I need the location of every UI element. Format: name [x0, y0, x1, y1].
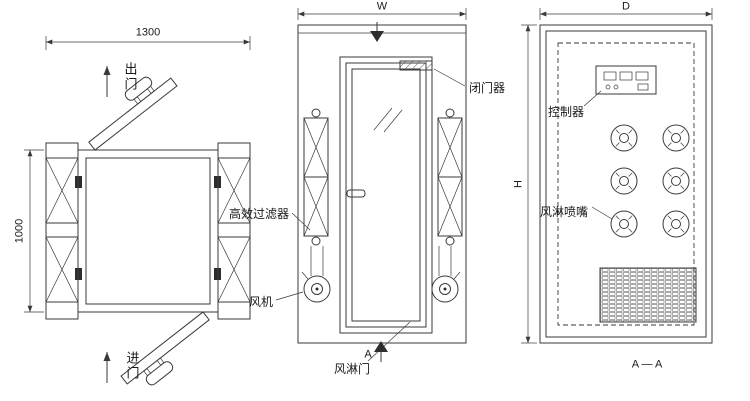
controller-box	[595, 65, 657, 95]
nozzle	[662, 210, 690, 238]
leader-fan	[275, 291, 304, 301]
section-marker-bottom	[374, 341, 388, 362]
nozzle-grid	[610, 124, 690, 238]
fan-right	[431, 246, 461, 303]
leader-air-shower-door	[367, 321, 411, 362]
nozzle	[662, 124, 690, 152]
section-view	[521, 8, 713, 344]
controller-label: 控制器	[547, 105, 585, 119]
plan-view	[24, 36, 251, 386]
plan-left-wall	[45, 142, 82, 320]
front-dim-w	[297, 8, 467, 20]
leader-door-closer	[433, 68, 466, 87]
section-letter-bottom: A	[364, 348, 372, 361]
exit-door-label: 出门	[122, 62, 138, 92]
leader-controller	[583, 90, 602, 107]
section-title: A — A	[631, 358, 663, 371]
entry-door-handle	[145, 361, 174, 386]
enter-door-label: 进门	[124, 351, 140, 381]
leader-hepa-filter	[291, 212, 311, 231]
nozzle	[610, 210, 638, 238]
section-height-dimension-label: H	[512, 180, 525, 188]
section-dim-h	[521, 24, 537, 344]
hepa-filter-right	[437, 108, 463, 246]
door-closer-label: 闭门器	[468, 81, 506, 95]
section-dim-d	[539, 8, 713, 20]
plan-exit-door	[88, 76, 178, 151]
hepa-filter-label: 高效过滤器	[228, 207, 290, 221]
plan-chamber	[77, 149, 219, 313]
door-closer	[399, 60, 433, 71]
plan-right-wall	[214, 142, 251, 320]
front-view	[275, 8, 467, 362]
fan-label: 风机	[248, 295, 274, 309]
leader-nozzle	[591, 206, 613, 220]
door-handle	[346, 189, 366, 198]
section-width-dimension-label: D	[622, 0, 630, 13]
exit-door-handle	[124, 76, 153, 101]
plan-depth-dimension-label: 1000	[13, 218, 26, 244]
nozzle	[610, 124, 638, 152]
door-glass	[351, 68, 421, 322]
section-cabinet-outline	[539, 24, 713, 344]
nozzle	[610, 167, 638, 195]
air-shower-door-label: 风淋门	[333, 362, 371, 376]
section-marker-top	[370, 22, 384, 42]
front-width-dimension-label: W	[376, 0, 388, 13]
hepa-filter-left	[303, 108, 329, 246]
plan-width-dimension-label: 1300	[135, 26, 161, 39]
plan-dim-depth	[24, 149, 44, 313]
nozzle-label: 风淋喷嘴	[539, 205, 589, 219]
plan-dim-width	[45, 36, 251, 50]
plan-entry-door	[120, 311, 210, 386]
fan-left	[301, 246, 331, 303]
shower-door	[339, 56, 433, 334]
return-grille	[599, 267, 697, 323]
nozzle	[662, 167, 690, 195]
